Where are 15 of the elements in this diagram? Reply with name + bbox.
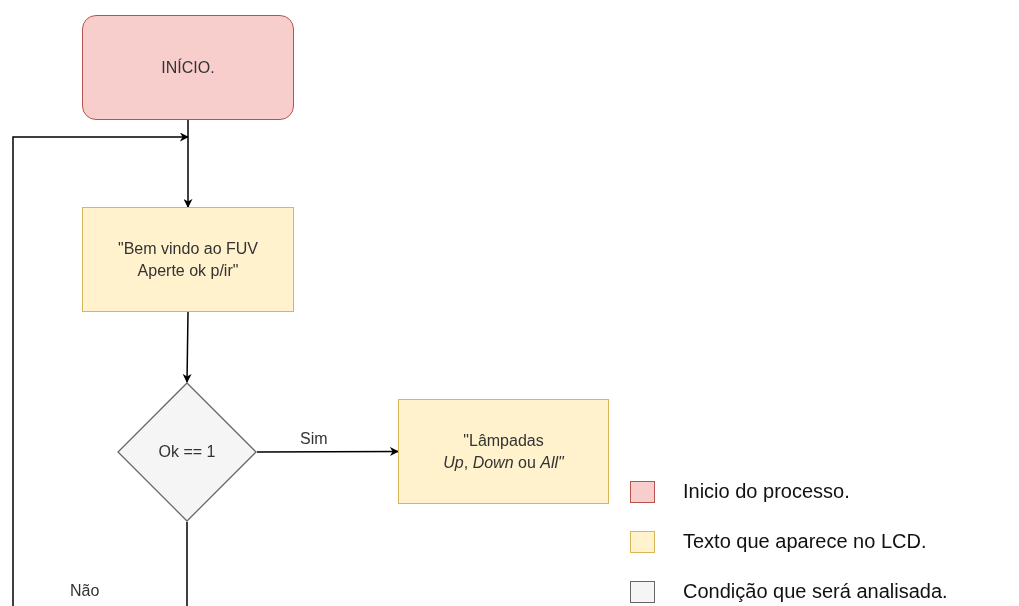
- arrow: [182, 311, 192, 383]
- legend-text: Condição que será analisada.: [683, 580, 948, 603]
- node-text: Ok == 1: [158, 442, 216, 462]
- arrow: [256, 447, 399, 457]
- node-text: INÍCIO.: [161, 57, 215, 78]
- decision-diamond: [117, 382, 257, 522]
- node-text: "Bem vindo ao FUV Aperte ok p/ir": [118, 238, 258, 281]
- process-box: [82, 207, 294, 312]
- legend-text: Inicio do processo.: [683, 480, 850, 503]
- legend-text: Texto que aparece no LCD.: [683, 530, 927, 553]
- process-box: [398, 399, 609, 504]
- arrow: [12, 132, 189, 606]
- node-text: "Lâmpadas Up, Down ou All": [443, 430, 564, 473]
- arrow: [183, 119, 193, 208]
- start-box: [82, 15, 294, 120]
